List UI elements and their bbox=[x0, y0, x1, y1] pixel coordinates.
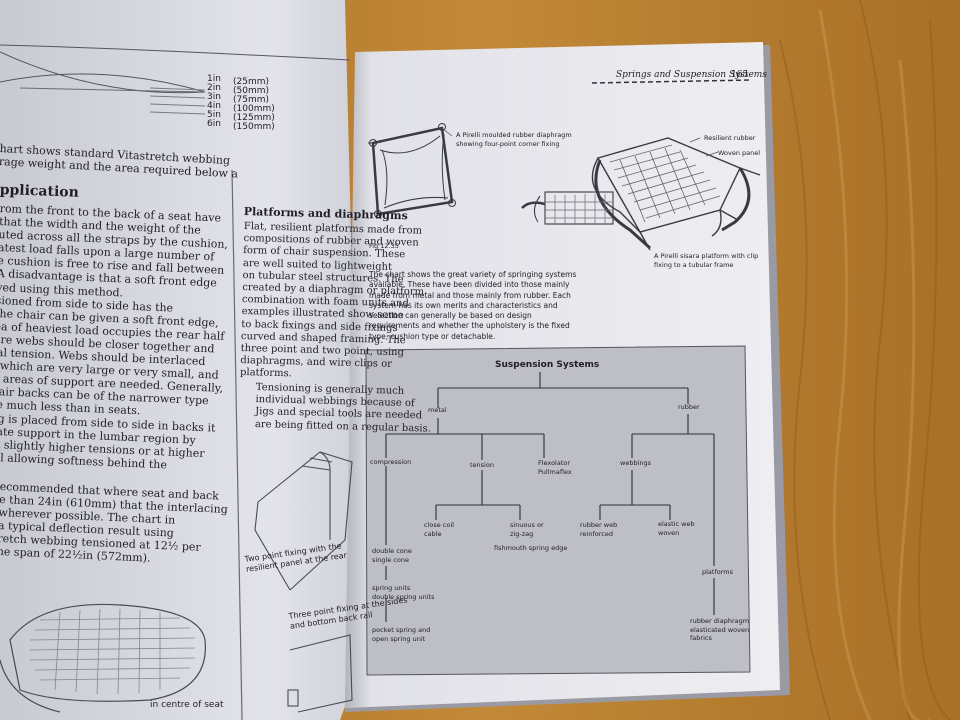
diaphragm-caption: A Pirelli moulded rubber diaphragm showi… bbox=[456, 131, 572, 149]
text-line: woven bbox=[658, 528, 680, 537]
tree-platforms: platforms bbox=[702, 568, 734, 576]
suspension-tree-lines bbox=[385, 372, 715, 622]
diaphragm-illustration bbox=[371, 126, 454, 216]
text-line: type, cushion type or detachable. bbox=[369, 331, 496, 341]
tree-metal: metal bbox=[428, 406, 447, 414]
tree-title: Suspension Systems bbox=[495, 360, 600, 370]
page-number: 165 bbox=[731, 70, 749, 80]
text-line: cable bbox=[424, 529, 442, 538]
seat-caption: in centre of seat bbox=[150, 700, 224, 710]
text-line: double cone bbox=[372, 547, 412, 555]
text-line: double spring units bbox=[372, 592, 435, 601]
text-line: A Pirelli moulded rubber diaphragm bbox=[456, 131, 572, 139]
measure-inch-6: 6in bbox=[207, 119, 221, 129]
tree-close-coil: close coil cable bbox=[424, 521, 454, 538]
tree-fishmouth: fishmouth spring edge bbox=[494, 544, 568, 552]
measure-inch-1: 1in bbox=[207, 74, 221, 84]
text-line: elasticated woven bbox=[690, 625, 750, 634]
recommend-body: ecommended that where seat and back e th… bbox=[0, 480, 229, 568]
measure-mm-6: (150mm) bbox=[233, 122, 275, 132]
text-line: selection can generally be based on desi… bbox=[369, 311, 532, 321]
text-line: A Pirelli sisara platform with clip bbox=[654, 252, 759, 260]
figure-label: Fig 12.35 bbox=[369, 242, 399, 250]
running-header-title: Springs and Suspension Systems bbox=[616, 70, 767, 80]
tree-compression: compression bbox=[370, 458, 412, 466]
tree-tension: tension bbox=[470, 461, 494, 469]
measure-inch-4: 4in bbox=[207, 101, 221, 111]
text-line: rubber diaphragm bbox=[690, 617, 750, 625]
two-point-fixing-illustration bbox=[254, 451, 353, 591]
tree-double-cone: double cone single cone bbox=[372, 547, 412, 564]
text-line: Flexolator bbox=[538, 459, 571, 467]
application-heading: pplication bbox=[0, 182, 80, 201]
text-line: reinforced bbox=[580, 529, 613, 538]
text-line: showing four-point corner fixing bbox=[456, 140, 560, 148]
platform-caption: A Pirelli sisara platform with clip fixi… bbox=[654, 252, 758, 270]
text-line: close coil bbox=[424, 521, 454, 529]
measure-inch-3: 3in bbox=[207, 92, 221, 102]
resilient-rubber-label: Resilient rubber bbox=[704, 134, 756, 142]
text-line: requirements and whether the upholstery … bbox=[369, 321, 570, 331]
text-line: spring units bbox=[372, 584, 411, 592]
text-line: rubber web bbox=[580, 521, 618, 529]
text-line: single cone bbox=[372, 555, 409, 564]
rubber-panel-clip-illustration bbox=[521, 191, 614, 225]
tree-sinuous: sinuous or zig-zag bbox=[510, 521, 544, 538]
three-point-fixing-illustration bbox=[287, 634, 353, 713]
measure-inch-5: 5in bbox=[207, 110, 221, 120]
measure-mm-5: (125mm) bbox=[233, 113, 275, 123]
text-line: fixing to a tubular frame bbox=[654, 261, 734, 269]
text-line: made from metal and those mainly from ru… bbox=[369, 290, 571, 300]
text-line: fabrics bbox=[690, 634, 712, 642]
measure-mm-2: (50mm) bbox=[233, 86, 270, 96]
tree-pocket-spring: pocket spring and open spring unit bbox=[372, 626, 430, 643]
tree-webbings: webbings bbox=[620, 459, 652, 467]
text-line: available. These have been divided into … bbox=[369, 280, 570, 290]
suspension-chart-panel bbox=[365, 345, 751, 676]
text-line: open spring unit bbox=[372, 634, 426, 643]
tension-body: Tensioning is generally much individual … bbox=[255, 382, 432, 435]
text-line: elastic web bbox=[658, 520, 695, 528]
tree-spring-units: spring units double spring units bbox=[372, 584, 435, 601]
application-body: rom the front to the back of a seat have… bbox=[0, 202, 231, 474]
tree-diaphragm: rubber diaphragm elasticated woven fabri… bbox=[690, 617, 749, 643]
platform-illustration bbox=[591, 137, 761, 251]
text-line: zig-zag bbox=[510, 529, 534, 538]
measure-inch-2: 2in bbox=[207, 83, 221, 93]
tree-flexolator: Flexolator Pullmaflex bbox=[538, 459, 572, 476]
text-line: sinuous or bbox=[510, 521, 544, 529]
measure-mm-4: (100mm) bbox=[233, 104, 275, 114]
tree-rubber: rubber bbox=[678, 403, 700, 411]
seat-webbing-illustration bbox=[0, 603, 206, 713]
measure-mm-1: (25mm) bbox=[233, 77, 270, 87]
text-line: pocket spring and bbox=[372, 626, 431, 634]
text-line: system has its own merits and characteri… bbox=[369, 300, 558, 310]
text-line: The chart shows the great variety of spr… bbox=[369, 270, 577, 279]
tree-rubber-web: rubber web reinforced bbox=[580, 521, 617, 538]
text-line: Pullmaflex bbox=[538, 467, 572, 476]
measure-mm-3: (75mm) bbox=[233, 95, 270, 105]
woven-panel-label: Woven panel bbox=[718, 149, 761, 157]
right-body-text: The chart shows the great variety of spr… bbox=[369, 270, 576, 342]
tree-elastic-web: elastic web woven bbox=[658, 520, 695, 537]
